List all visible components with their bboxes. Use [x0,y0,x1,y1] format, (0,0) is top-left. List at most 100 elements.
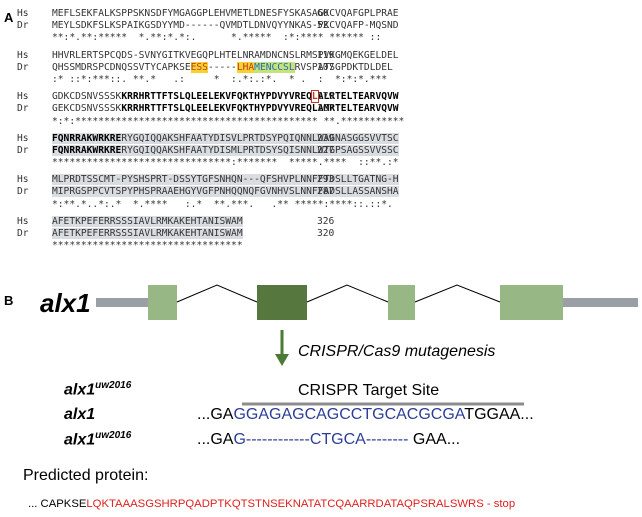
alignment-row: **:*.**:***** *.**:*.*:. *.***** :*:****… [17,32,381,44]
intron-3 [414,284,501,303]
conservation-line: ********************************* [52,240,317,252]
residue-count: 60 [317,8,329,19]
sequence-segment: MIPRGSPPCVTSPYPHSPRAAEHGYVGFPNHQQNQFGVNH… [52,186,399,198]
wt-seq-post: TGGAA... [464,406,534,423]
allele-label-1-sup: uw2016 [95,380,132,391]
exon-1 [148,285,177,320]
species-label: Hs [17,132,29,144]
utr-bar-left [96,298,148,307]
allele-label-2: alx1uw2016 [64,430,131,449]
sequence-text: MIPRGSPPCVTSPYPHSPRAAEHGYVGFPNHQQNQFGVNH… [52,186,399,198]
predicted-protein-sequence: ... CAPKSELQKTAAASGSHRPQADPTKQTSTNSEKNAT… [28,498,515,510]
species-label: Dr [17,144,29,156]
utr-bar-right [563,298,638,307]
sequence-text: QHSSMDRSPCDNQSSVTYCAPKSEESS-----LHAMENCC… [52,61,393,74]
residue-count: 167 [317,103,335,115]
residue-count: 239 [317,132,335,144]
sequence-segment: *:*:************************************… [52,115,405,127]
mutant-sequence: ...GAG------------CTGCA-------- GAA... [197,431,460,449]
sequence-segment: KRRHRTTFTSLQLEELEKVFQKTHYPDVYVREQLAMRTEL… [121,103,399,115]
residue-count: 320 [317,228,335,239]
sequence-text: AFETKPEFERRSSSIAVLRMKAKEHTANISWAM [52,228,317,240]
intron-2 [306,284,389,303]
sequence-segment: GEKCDSNVSSSK [52,103,122,115]
conservation-line: *:*:************************************… [52,116,404,128]
species-label: Hs [17,8,29,19]
species-label: Hs [17,174,29,186]
species-label: Dr [17,20,29,32]
sequence-segment: ********************************* [52,240,243,252]
mutagenesis-label: CRISPR/Cas9 mutagenesis [298,343,496,360]
alignment-row: Hs MLPRDTSSCMT-PYSHSPRT-DSSYTGFSNHQN---QF… [17,174,399,186]
alignment-row: *:*:************************************… [17,116,404,128]
sequence-segment: ALRTELTEARVQVW [317,91,399,103]
alignment-row: Hs FQNRRAKWRKRERYGQIQQAKSHFAATYDISVLPRTDS… [17,132,399,145]
allele-label-1: alx1uw2016 [64,380,131,399]
sequence-text: MLPRDTSSCMT-PYSHSPRT-DSSYTGFSNHQN---QFSH… [52,174,399,186]
sequence-text: GEKCDSNVSSSKKRRHRTTFTSLQLEELEKVFQKTHYPDV… [52,103,399,115]
mut-seq-pre: ...GA [197,431,234,448]
sequence-segment: MENCCSL [254,61,295,73]
residue-count: 326 [317,215,335,227]
conservation-line: **:*.**:***** *.**:*.*:. *.***** :*:****… [52,32,381,44]
sequence-segment: HHVRLERTSPCQDS-SVNYGITKVEGQPLHTELNRAMDNC… [52,49,399,61]
alignment-row: *:**.*..*:.* *.**** :.* **.***. .** ****… [17,199,393,211]
sequence-segment: ESS [190,61,208,73]
mutagenesis-arrow-head [275,354,289,366]
wt-sequence: ...GAGGAGAGCAGCCTGCACGCGATGGAA... [197,406,534,424]
species-label: Dr [17,186,29,198]
alignment-row: Hs MEFLSEKFALKSPPSKNSDFYMGAGGPLEHVMETLDNE… [17,8,399,20]
sequence-segment: :* ::*:***::. **.* .: * :.*:.:*. * . : *… [52,73,388,85]
predicted-protein-label: Predicted protein: [23,467,149,484]
allele-label-2-sup: uw2016 [95,430,132,441]
target-site-title: CRISPR Target Site [298,382,440,399]
sequence-segment: *******************************:******* … [52,157,399,169]
conservation-line: :* ::*:***::. **.* .: * :.*:.:*. * . : *… [52,74,387,86]
sequence-segment: FQNRRAKWRKRE [52,144,122,156]
residue-count: 287 [317,186,335,198]
alignment-row: :* ::*:***::. **.* .: * :.*:.:*. * . : *… [17,74,387,86]
species-label: Hs [17,49,29,61]
residue-count: 107 [317,61,335,73]
sequence-alignment: Hs MEFLSEKFALKSPPSKNSDFYMGAGGPLEHVMETLDNE… [17,8,404,257]
sequence-text: MEYLSDKFSLKSPAIKGSDYYMD------QVMDTLDNVQY… [52,20,399,32]
residue-count: 293 [317,174,335,186]
conservation-line: *******************************:******* … [52,157,399,169]
sequence-segment: RYGQIQQAKSHFAATYDISVLPRTDSYPQIQNNLWAGNAS… [121,132,399,144]
residue-count: 119 [317,49,335,61]
sequence-segment: LHA [236,61,255,73]
exon-2 [257,285,307,320]
exon-3 [388,285,415,320]
wt-label: alx1 [64,406,96,423]
sequence-segment: **:*.**:***** *.**:*.*:. *.***** :*:****… [52,32,393,44]
alignment-row: Dr MEYLSDKFSLKSPAIKGSDYYMD------QVMDTLDNV… [17,20,399,32]
sequence-segment: RVSPATSGPDKTDLDEL [294,61,393,73]
intron-1 [176,284,258,303]
sequence-segment: MEFLSEKFALKSPPSKNSDFYMGAGGPLEHVMETLDNESF… [52,8,399,19]
species-label: Hs [17,215,29,227]
gene-name: alx1 [40,288,91,318]
exon-4 [500,285,563,320]
alignment-row: *******************************:******* … [17,157,399,169]
species-label: Dr [17,61,29,73]
protein-seq-mut: LQKTAAASGSHRPQADPTKQTSTNSEKNATATCQAARRDA… [86,498,516,510]
alignment-row: Dr QHSSMDRSPCDNQSSVTYCAPKSEESS-----LHAMEN… [17,61,393,74]
mut-seq-target: G------------CTGCA-------- [233,431,409,448]
conservation-line: *:**.*..*:.* *.**** :.* **.***. .** ****… [52,199,393,211]
residue-count: 179 [317,91,335,103]
alignment-row: Dr FQNRRAKWRKRERYGQIQQAKSHFAATYDISMLPRTDS… [17,144,399,157]
alignment-row: Dr MIPRGSPPCVTSPYPHSPRAAEHGYVGFPNHQQNQFGV… [17,186,399,198]
mut-seq-post: GAA... [408,431,461,448]
sequence-segment: FQNRRAKWRKRE [52,132,122,144]
sequence-segment: ----- [207,61,237,73]
sequence-segment: RYGQIQQAKSHFAATYDISMLPRTDSYSQISNNLWTGPSA… [121,144,399,156]
sequence-text: MEFLSEKFALKSPPSKNSDFYMGAGGPLEHVMETLDNESF… [52,8,399,20]
sequence-text: FQNRRAKWRKRERYGQIQQAKSHFAATYDISMLPRTDSYS… [52,144,399,157]
sequence-text: HHVRLERTSPCQDS-SVNYGITKVEGQPLHTELNRAMDNC… [52,50,399,62]
residue-count: 227 [317,144,335,156]
allele-label-2-base: alx1 [64,431,96,449]
